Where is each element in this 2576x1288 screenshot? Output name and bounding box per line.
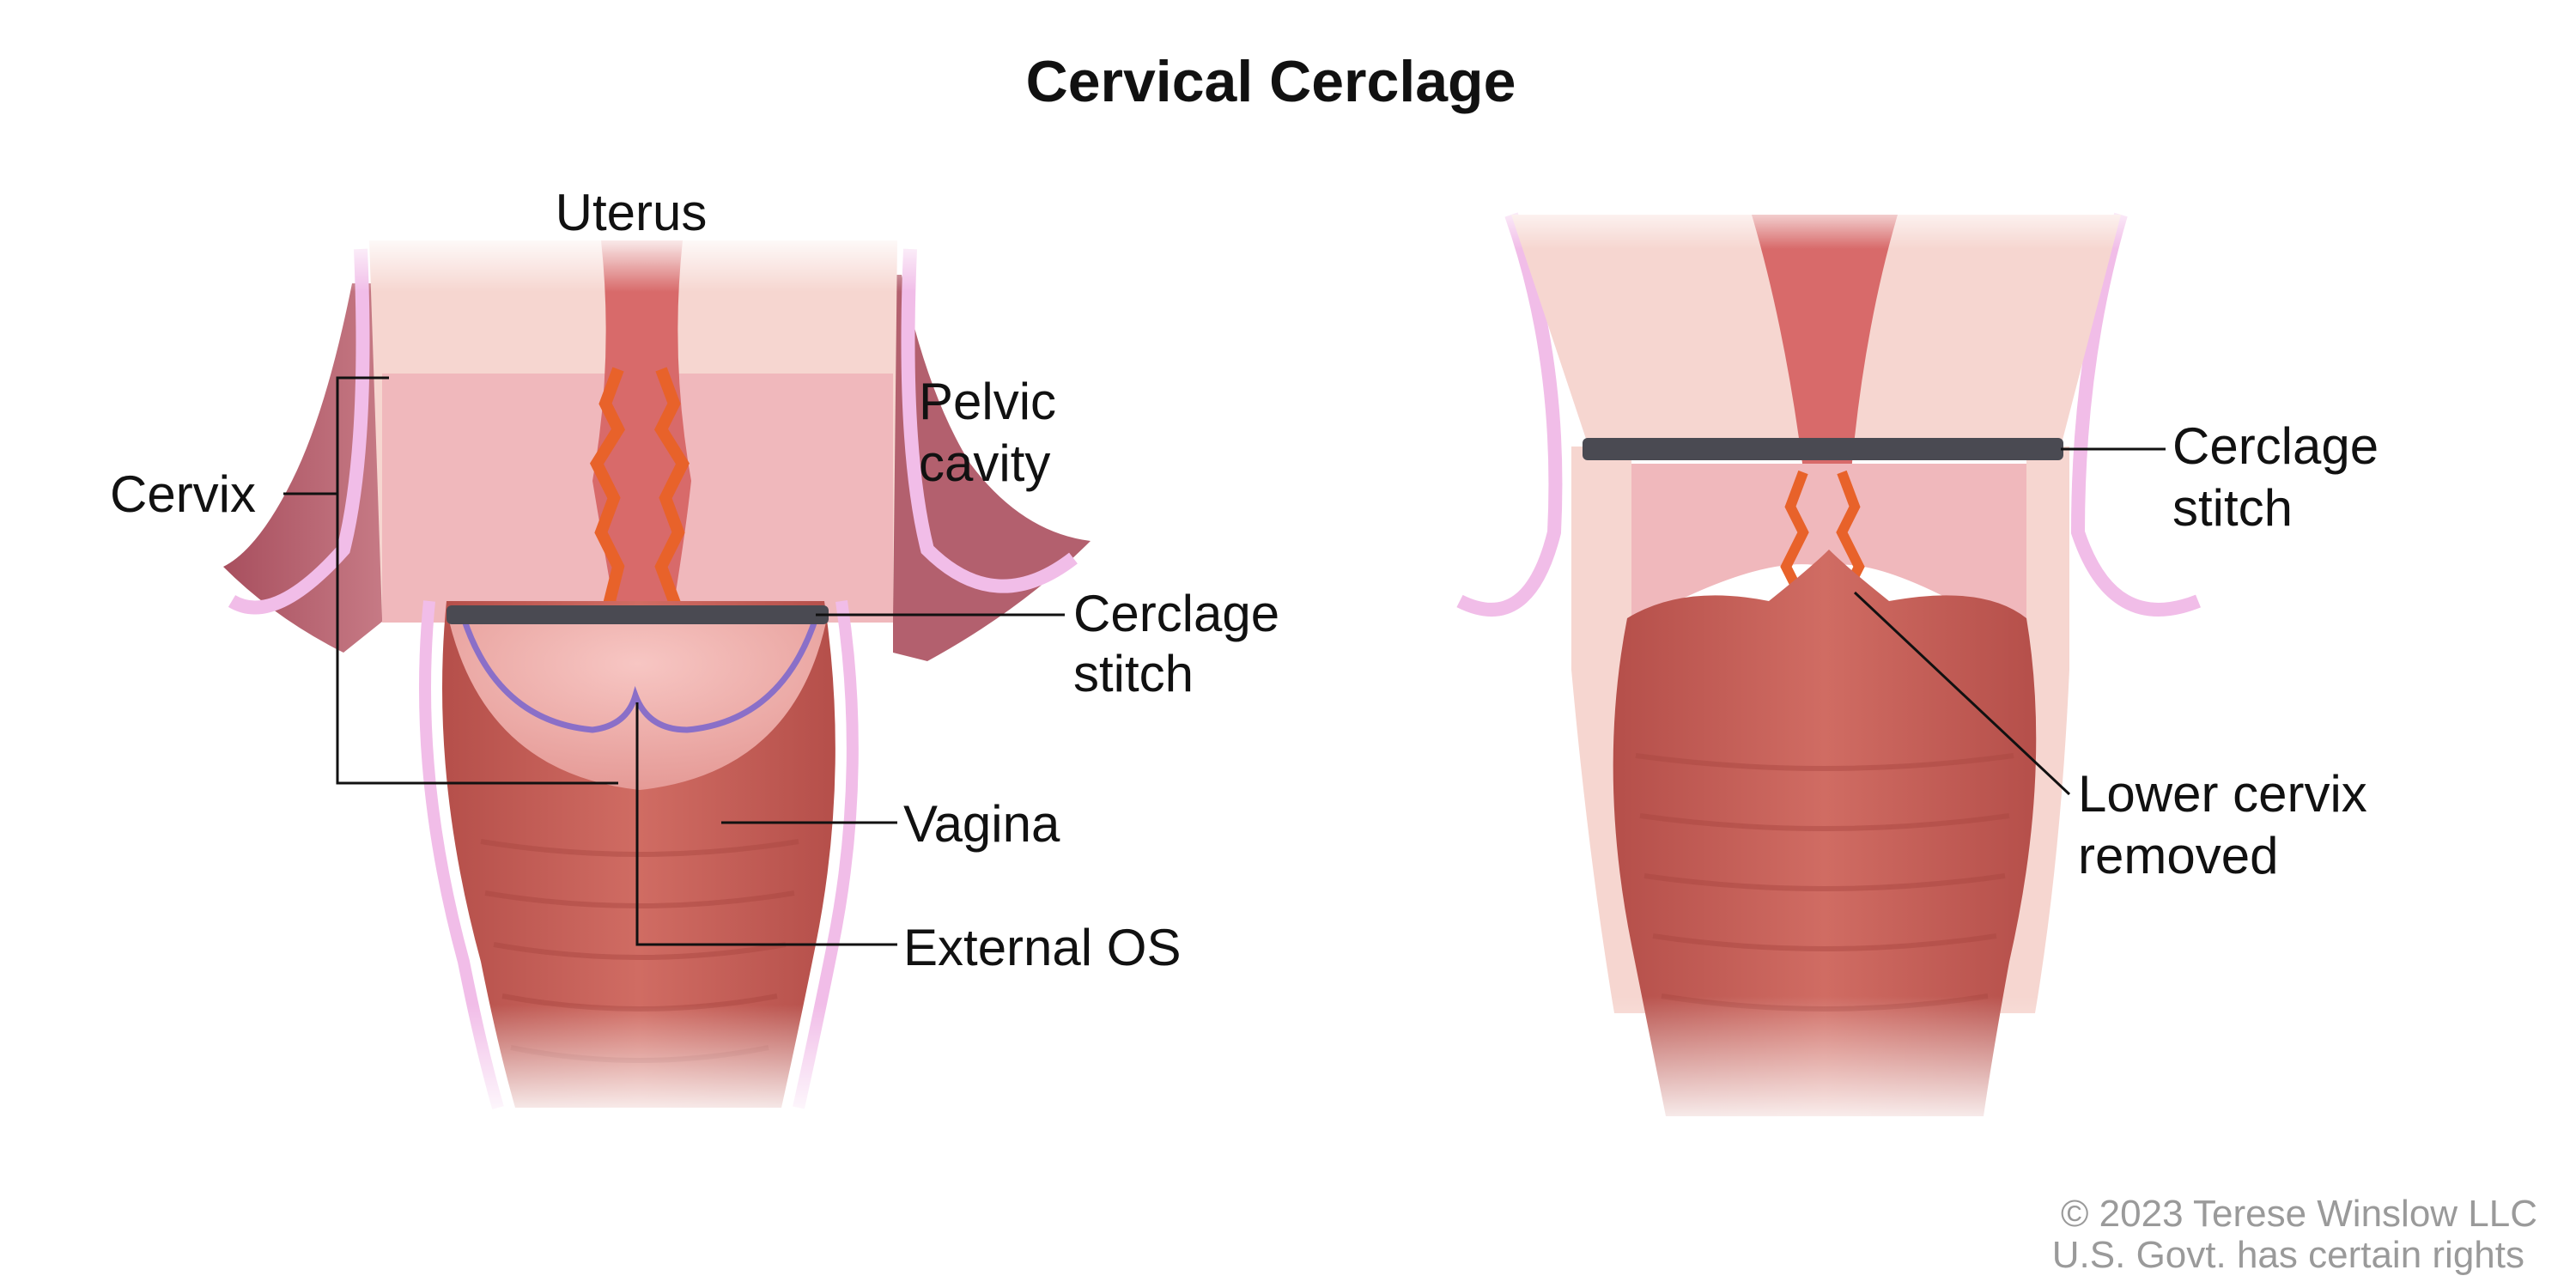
pelvic-cavity-left [223,283,386,653]
label-external-os: External OS [903,919,1181,976]
canal-lining-left [589,367,633,639]
label-cerclage-left-line1: Cerclage [1073,585,1279,642]
right-illustration [1456,197,2201,1133]
label-pelvic-cavity-line2: cavity [919,434,1050,492]
uterus-membrane-left [228,248,370,615]
right-vagina [1613,550,2037,1116]
left-illustration [223,232,1091,1125]
diagram-title: Cervical Cerclage [1026,49,1516,114]
label-cerclage-left-line2: stitch [1073,645,1194,702]
external-os-outline [460,617,819,733]
right-uterine-canal [1752,215,1898,550]
copyright-credit-line1: © 2023 Terese Winslow LLC [2061,1193,2537,1235]
uterus-membrane-right [901,248,1078,593]
label-vagina: Vagina [903,795,1060,853]
canal-lining-right [651,367,690,639]
right-top-fade [1494,197,2147,249]
label-uterus: Uterus [556,184,708,241]
label-lower-cervix-line1: Lower cervix [2078,765,2367,823]
cerclage-stitch-right [1583,438,2063,460]
right-bottom-fade [1528,996,2095,1133]
right-canal-lining-left [1780,470,1809,595]
right-membrane-right [2070,212,2201,617]
right-labels: Cerclage stitch Lower cervix removed [1853,417,2379,884]
left-labels: Uterus Pelvic cavity Cervix Cerclage sti… [110,184,1279,976]
label-lower-cervix-line2: removed [2078,827,2278,884]
external-os-leader [635,702,897,946]
copyright-credit-line2: U.S. Govt. has certain rights [2052,1234,2524,1276]
label-cervix: Cervix [110,465,256,523]
right-membrane-left [1456,212,1563,617]
label-pelvic-cavity-line1: Pelvic [919,373,1056,430]
label-cerclage-right-line2: stitch [2172,479,2293,537]
lower-cervix-leader [1853,591,2071,796]
cerclage-stitch-left [447,605,829,624]
label-cerclage-right-line1: Cerclage [2172,417,2379,475]
left-top-fade [343,232,927,292]
left-bottom-fade [378,1005,893,1125]
cervix-bracket [283,376,618,785]
